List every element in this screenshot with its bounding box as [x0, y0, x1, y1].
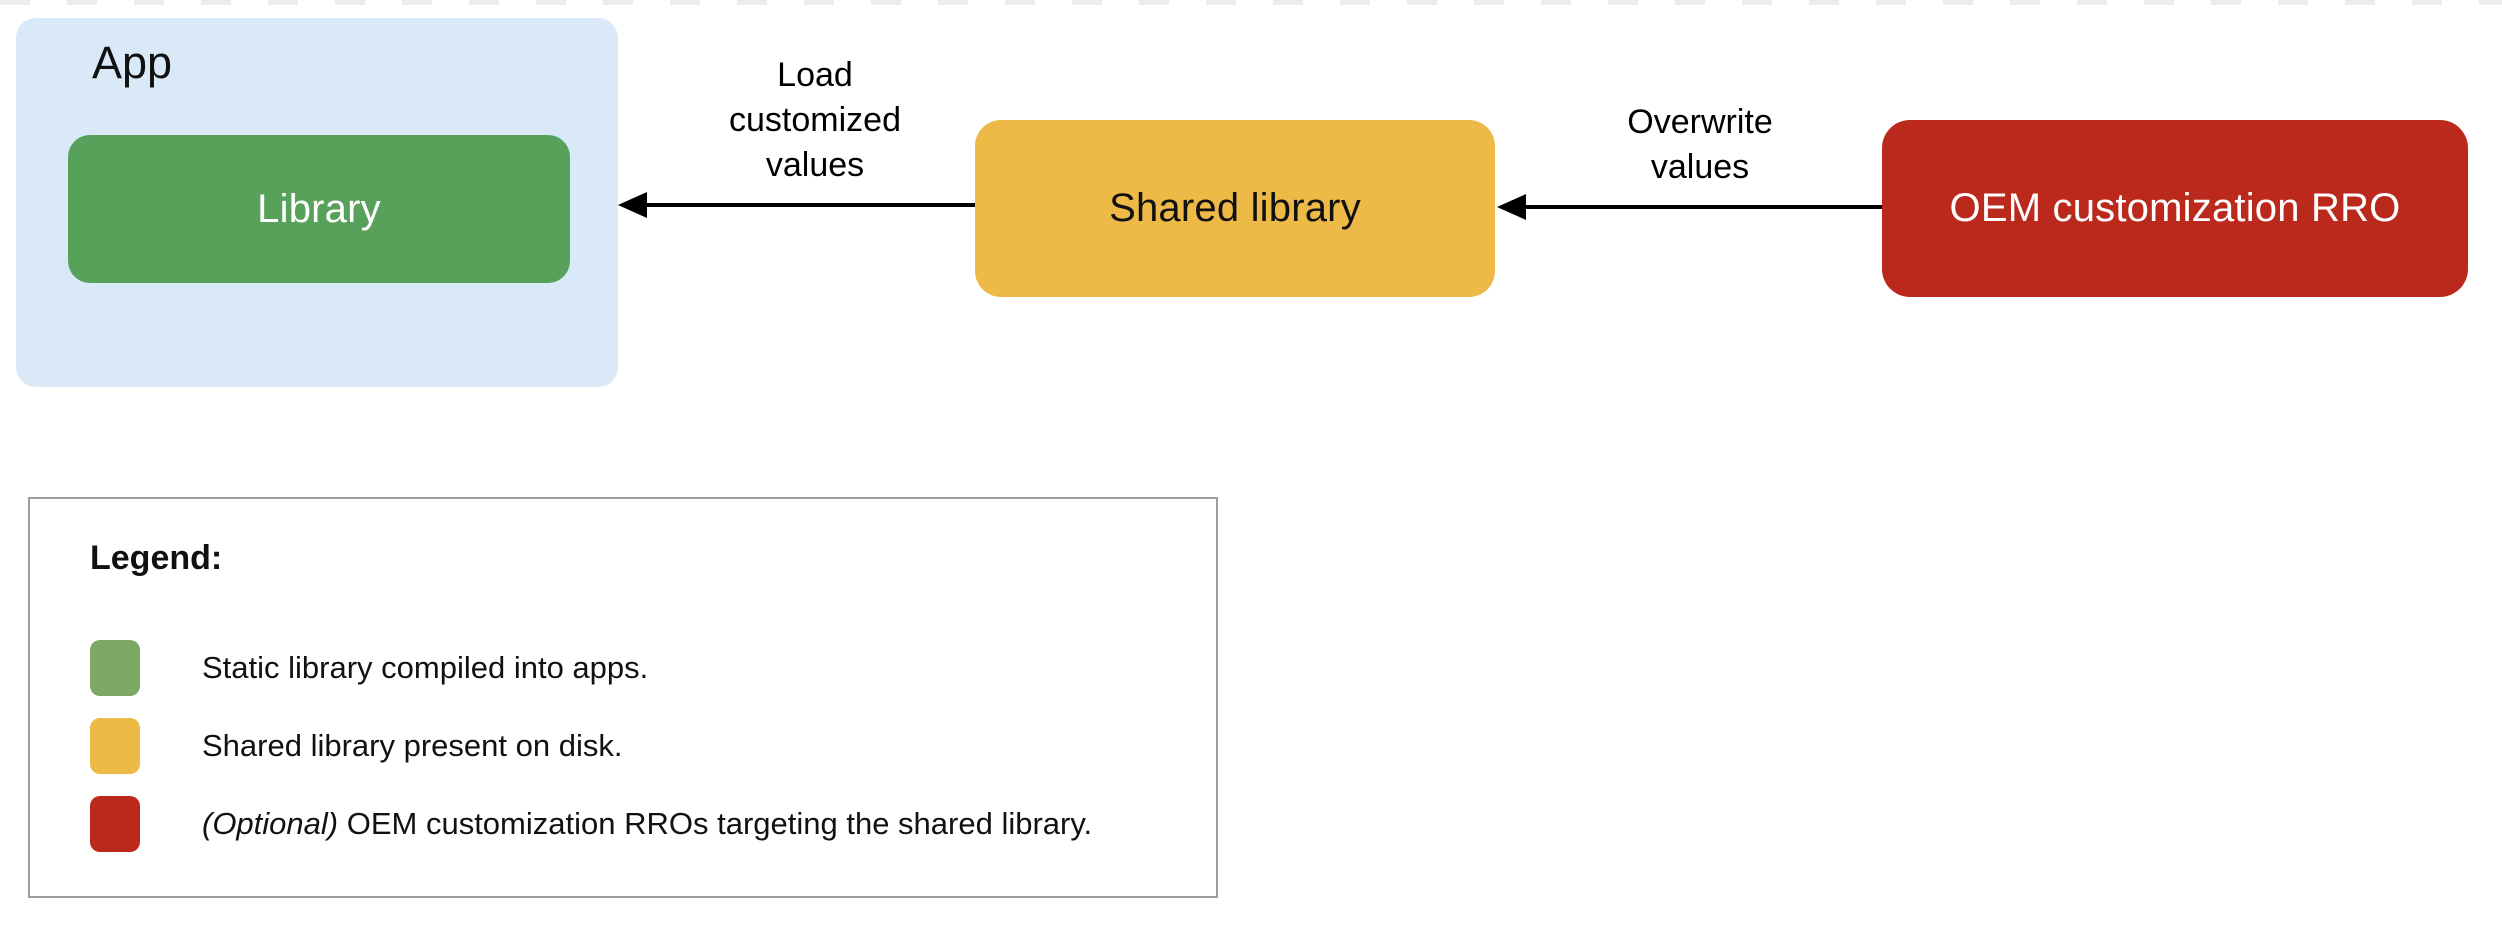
legend-item-label: Static library compiled into apps. — [202, 650, 649, 685]
edge-label-line: Load — [777, 56, 853, 94]
library-node: Library — [68, 135, 570, 283]
oem-rro-node-label: OEM customization RRO — [1949, 186, 2401, 230]
app-group-label: App — [92, 37, 173, 88]
edge-label-line: values — [1650, 148, 1750, 186]
app-group-box: App Library — [16, 18, 618, 387]
shared-library-node: Shared library — [975, 120, 1495, 297]
edge-label-line: values — [765, 146, 865, 184]
edge-label-line: customized — [729, 101, 901, 139]
edge-shaft-overwrite — [1523, 205, 1882, 209]
edge-label-line: Overwrite — [1627, 103, 1773, 141]
legend-item-label: Shared library present on disk. — [202, 728, 623, 763]
legend-item-static-library: Static library compiled into apps. — [90, 640, 648, 696]
red-swatch-icon — [90, 796, 140, 852]
arrowhead-left-icon — [1497, 194, 1526, 220]
legend-item-label: OEM customization RROs targeting the sha… — [338, 806, 1093, 841]
legend-item-text: Static library compiled into apps. — [202, 650, 648, 686]
legend-item-text: (Optional) OEM customization RROs target… — [202, 806, 1092, 842]
edge-label-overwrite-values: Overwrite values — [1540, 100, 1860, 190]
legend-italic-prefix: (Optional) — [202, 806, 339, 841]
green-swatch-icon — [90, 640, 140, 696]
edge-shaft-load — [644, 203, 975, 207]
legend-item-text: Shared library present on disk. — [202, 728, 622, 764]
yellow-swatch-icon — [90, 718, 140, 774]
legend-item-oem-rro: (Optional) OEM customization RROs target… — [90, 796, 1092, 852]
legend-box: Legend: Static library compiled into app… — [28, 497, 1218, 898]
legend-item-shared-library: Shared library present on disk. — [90, 718, 622, 774]
shared-library-node-label: Shared library — [1109, 186, 1361, 230]
library-node-label: Library — [257, 186, 381, 231]
oem-rro-node: OEM customization RRO — [1882, 120, 2468, 297]
legend-title: Legend: — [90, 539, 223, 577]
edge-label-load-customized-values: Load customized values — [655, 53, 975, 188]
cropped-dashed-rule — [0, 0, 2502, 5]
arrowhead-left-icon — [618, 192, 647, 218]
